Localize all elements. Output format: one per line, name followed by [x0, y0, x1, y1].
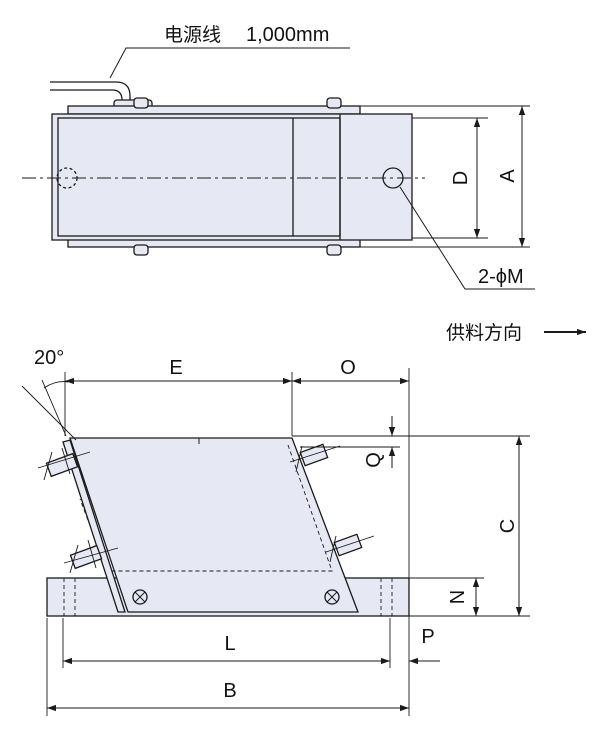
angle-arc — [43, 381, 69, 389]
dim-D-label: D — [450, 171, 472, 185]
cable-label: 电源线 — [164, 24, 221, 46]
screw-left — [132, 589, 148, 605]
bolt-head — [326, 97, 342, 109]
bolt-head — [326, 244, 342, 256]
bolt-upper-left — [37, 447, 91, 481]
bolt-head — [133, 244, 149, 256]
cable-leader — [109, 47, 350, 79]
dim-E-label: E — [169, 357, 182, 379]
dim-A-label: A — [497, 169, 519, 183]
dim-O-label: O — [340, 357, 356, 379]
body-outline — [51, 113, 413, 241]
dim-B-label: B — [223, 680, 236, 702]
dim-Q-label: Q — [363, 452, 385, 468]
dim-L-label: L — [224, 633, 235, 655]
dim-C-label: C — [497, 519, 519, 533]
top-view — [22, 47, 535, 290]
angle-label: 20° — [34, 347, 64, 369]
bolt-lower-left — [63, 539, 119, 574]
cable-length: 1,000mm — [246, 24, 329, 46]
bolt-head — [133, 97, 149, 109]
feed-direction-label: 供料方向 — [446, 322, 522, 344]
hole-label: 2-ϕM — [478, 266, 524, 288]
dim-N-label: N — [447, 590, 469, 604]
hole-leader — [399, 186, 535, 290]
screw-right — [324, 589, 340, 605]
bolt-lower-right — [325, 533, 375, 563]
top-rail — [67, 105, 361, 115]
inclined-body — [69, 437, 359, 613]
bolt-upper-right — [289, 443, 341, 473]
side-view — [21, 368, 530, 716]
dim-P-label: P — [421, 626, 434, 648]
inner-hidden-outline — [79, 444, 333, 572]
